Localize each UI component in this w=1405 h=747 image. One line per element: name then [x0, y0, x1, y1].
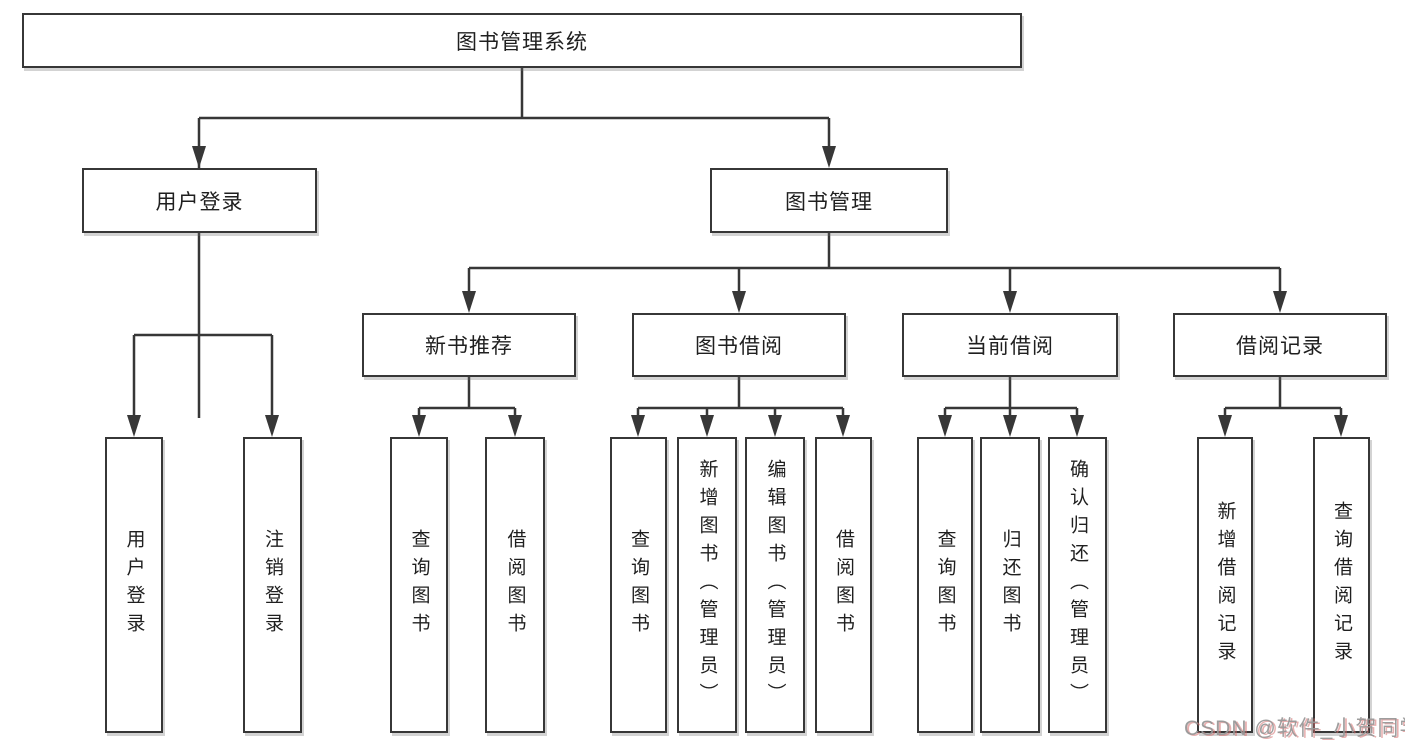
leaf-borrow-edit-book-admin: 编辑图书（管理员）	[745, 437, 805, 733]
leaf-recommend-query-book: 查询图书	[390, 437, 448, 733]
leaf-borrow-query-book: 查询图书	[610, 437, 667, 733]
arrowheads	[127, 146, 1348, 437]
leaf-borrow-add-book-admin-label: 新增图书（管理员）	[696, 459, 718, 711]
leaf-logout-label: 注销登录	[262, 529, 283, 641]
leaf-current-return-book: 归还图书	[980, 437, 1040, 733]
node-book-management-label: 图书管理	[785, 190, 873, 214]
node-user-login: 用户登录	[82, 168, 317, 233]
node-book-borrow: 图书借阅	[632, 313, 846, 377]
leaf-logout: 注销登录	[243, 437, 302, 733]
leaf-borrow-edit-book-admin-label: 编辑图书（管理员）	[764, 459, 786, 711]
leaf-borrow-borrow-book-label: 借阅图书	[833, 529, 854, 641]
leaf-borrow-query-book-label: 查询图书	[628, 529, 649, 641]
leaf-current-confirm-return-admin: 确认归还（管理员）	[1048, 437, 1107, 733]
node-new-book-recommend-label: 新书推荐	[425, 335, 513, 358]
leaf-current-query-book: 查询图书	[917, 437, 973, 733]
node-root: 图书管理系统	[22, 13, 1022, 68]
node-book-management: 图书管理	[710, 168, 948, 233]
csdn-watermark: CSDN @软件_小贺同学	[1184, 717, 1405, 740]
node-current-borrow-label: 当前借阅	[966, 335, 1054, 358]
leaf-record-add: 新增借阅记录	[1197, 437, 1253, 733]
leaf-user-login: 用户登录	[105, 437, 163, 733]
leaf-record-query-label: 查询借阅记录	[1331, 501, 1352, 669]
leaf-current-confirm-return-admin-label: 确认归还（管理员）	[1067, 459, 1088, 711]
leaf-recommend-borrow-book-label: 借阅图书	[504, 529, 526, 641]
node-borrow-record-label: 借阅记录	[1236, 335, 1324, 358]
leaf-record-query: 查询借阅记录	[1313, 437, 1370, 733]
leaf-current-query-book-label: 查询图书	[934, 529, 956, 641]
node-root-label: 图书管理系统	[456, 30, 588, 54]
node-user-login-label: 用户登录	[155, 190, 244, 214]
leaf-borrow-add-book-admin: 新增图书（管理员）	[677, 437, 737, 733]
leaf-current-return-book-label: 归还图书	[999, 529, 1021, 641]
node-new-book-recommend: 新书推荐	[362, 313, 576, 377]
leaf-recommend-query-book-label: 查询图书	[408, 529, 430, 641]
leaf-user-login-label: 用户登录	[123, 529, 145, 641]
node-book-borrow-label: 图书借阅	[695, 335, 783, 358]
node-borrow-record: 借阅记录	[1173, 313, 1387, 377]
node-current-borrow: 当前借阅	[902, 313, 1118, 377]
leaf-record-add-label: 新增借阅记录	[1214, 501, 1236, 669]
leaf-recommend-borrow-book: 借阅图书	[485, 437, 545, 733]
leaf-borrow-borrow-book: 借阅图书	[815, 437, 872, 733]
